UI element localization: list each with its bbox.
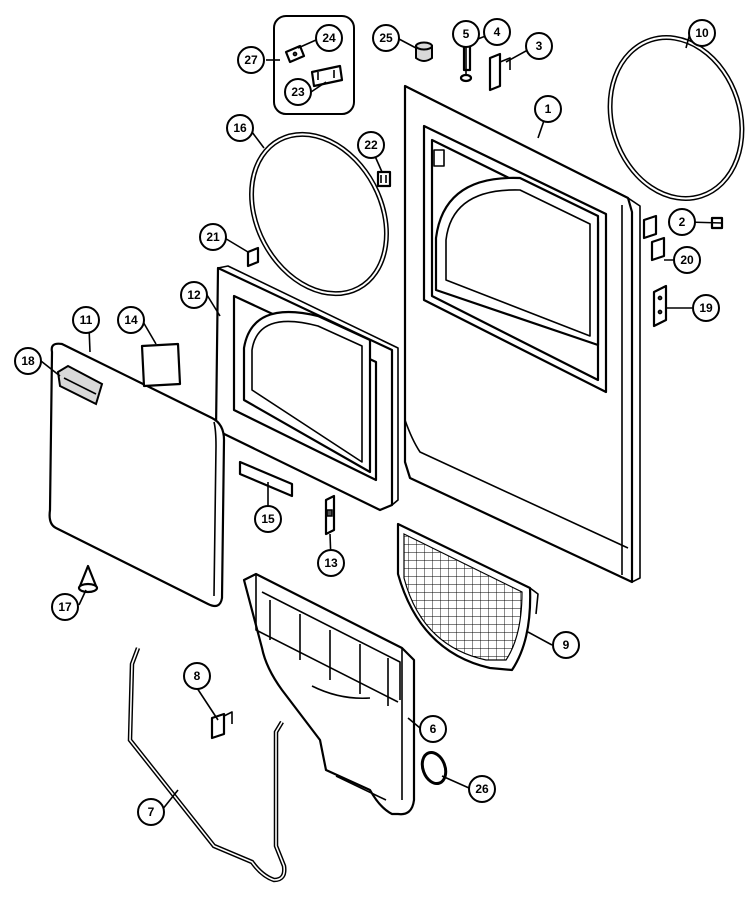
svg-text:26: 26 — [475, 782, 489, 796]
ring-gasket-left-part — [249, 131, 389, 297]
wire-harness-part — [127, 647, 287, 883]
svg-text:11: 11 — [80, 313, 93, 327]
callout-18: 18 — [14, 347, 42, 375]
inner-door-frame-part — [214, 265, 399, 512]
svg-text:19: 19 — [699, 301, 713, 315]
svg-text:1: 1 — [545, 102, 552, 116]
callout-26: 26 — [468, 775, 496, 803]
o-ring-part — [420, 751, 448, 785]
callout-7: 7 — [137, 798, 165, 826]
callout-1: 1 — [534, 95, 562, 123]
callout-3: 3 — [525, 32, 553, 60]
svg-text:4: 4 — [494, 25, 501, 39]
callout-27: 27 — [237, 46, 265, 74]
svg-text:5: 5 — [463, 27, 470, 41]
svg-text:21: 21 — [206, 230, 220, 244]
svg-text:16: 16 — [233, 121, 247, 135]
callout-11: 11 — [72, 306, 100, 334]
callout-19: 19 — [692, 294, 720, 322]
svg-text:18: 18 — [21, 354, 35, 368]
callout-2: 2 — [668, 208, 696, 236]
callout-25: 25 — [372, 24, 400, 52]
svg-text:6: 6 — [430, 722, 437, 736]
callout-6: 6 — [419, 715, 447, 743]
callout-14: 14 — [117, 306, 145, 334]
svg-text:10: 10 — [695, 26, 709, 40]
ring-gasket-right-part — [607, 35, 745, 201]
svg-text:3: 3 — [536, 39, 543, 53]
callout-12: 12 — [180, 281, 208, 309]
callout-24: 24 — [315, 24, 343, 52]
door-strip-part — [238, 460, 294, 498]
callout-5: 5 — [452, 20, 480, 48]
svg-text:20: 20 — [680, 253, 694, 267]
svg-text:12: 12 — [187, 288, 201, 302]
callout-10: 10 — [688, 19, 716, 47]
door-stop-part — [77, 564, 99, 594]
clip-21-part — [246, 246, 260, 268]
latch-striker-part — [324, 494, 336, 536]
front-panel-part — [403, 84, 641, 584]
svg-text:2: 2 — [679, 215, 686, 229]
outer-door-panel-part — [48, 342, 226, 608]
lint-screen-part — [396, 522, 539, 672]
bracket-8-part — [210, 711, 233, 740]
svg-text:7: 7 — [148, 805, 155, 819]
svg-text:15: 15 — [261, 512, 275, 526]
callout-13: 13 — [317, 549, 345, 577]
svg-text:27: 27 — [244, 53, 258, 67]
svg-text:14: 14 — [124, 313, 138, 327]
door-pad-part — [140, 342, 182, 388]
hardware-inset-box — [273, 15, 355, 115]
lint-duct-part — [242, 572, 416, 816]
svg-text:25: 25 — [379, 31, 393, 45]
svg-text:13: 13 — [324, 556, 338, 570]
washer-5-part — [459, 73, 473, 83]
cap-25-part — [415, 41, 433, 62]
callout-8: 8 — [183, 662, 211, 690]
callout-15: 15 — [254, 505, 282, 533]
clip-20-part — [650, 236, 666, 262]
callout-16: 16 — [226, 114, 254, 142]
svg-text:17: 17 — [58, 600, 72, 614]
svg-text:24: 24 — [322, 31, 336, 45]
callout-20: 20 — [673, 246, 701, 274]
svg-text:9: 9 — [563, 638, 570, 652]
svg-text:22: 22 — [364, 138, 378, 152]
svg-text:23: 23 — [291, 85, 305, 99]
hinge-19-part — [652, 284, 668, 328]
callout-21: 21 — [199, 223, 227, 251]
callout-9: 9 — [552, 631, 580, 659]
callout-23: 23 — [284, 78, 312, 106]
callout-22: 22 — [357, 131, 385, 159]
callout-17: 17 — [51, 593, 79, 621]
bracket-3-part — [488, 52, 511, 92]
callout-4: 4 — [483, 18, 511, 46]
clip-22-part — [376, 170, 392, 188]
svg-text:8: 8 — [194, 669, 201, 683]
